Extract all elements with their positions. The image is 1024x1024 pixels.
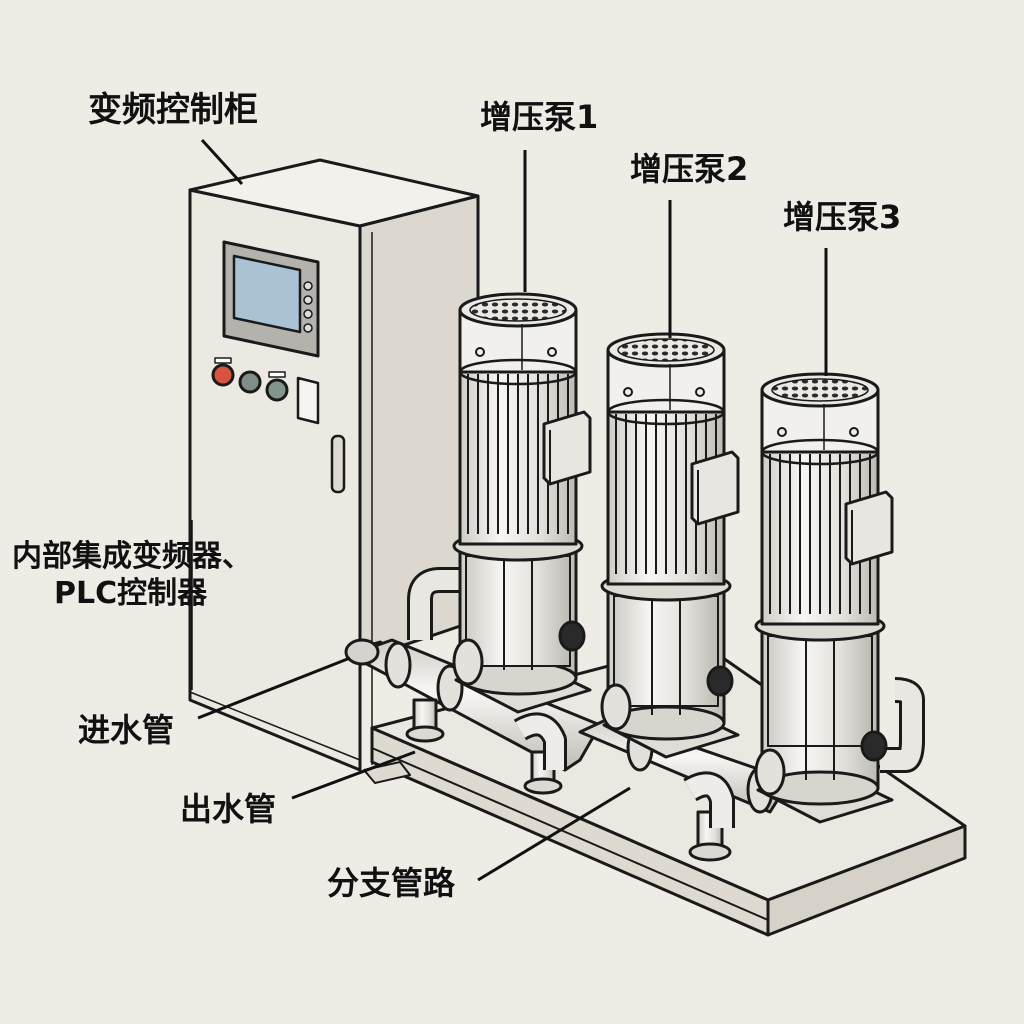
stop-button-red[interactable] xyxy=(211,363,235,387)
hmi-touchscreen[interactable] xyxy=(222,240,320,358)
terminal-box xyxy=(542,410,592,486)
suction-flange xyxy=(600,683,632,731)
start-button-green-1[interactable] xyxy=(238,370,262,394)
leader-branch xyxy=(477,786,631,882)
label-branch-pipe: 分支管路 xyxy=(327,864,456,902)
fan-grille-icon xyxy=(617,338,715,362)
label-pump-3: 增压泵3 xyxy=(783,198,902,236)
leader-inlet xyxy=(197,656,351,720)
control-cabinet xyxy=(188,158,480,772)
suction-flange xyxy=(754,748,786,796)
label-internal-line-2: PLC控制器 xyxy=(54,576,208,611)
terminal-box xyxy=(690,450,740,526)
leader-lines xyxy=(191,138,828,882)
booster-pump-2 xyxy=(600,332,740,759)
leader-outlet xyxy=(291,750,416,800)
door-handle[interactable] xyxy=(330,434,346,494)
label-internal-components: 内部集成变频器、 PLC控制器 xyxy=(12,540,252,610)
leader-cabinet xyxy=(200,138,244,186)
label-internal-line-1: 内部集成变频器、 xyxy=(12,539,252,574)
label-pump-2: 增压泵2 xyxy=(630,150,749,188)
discharge-port xyxy=(558,620,586,652)
terminal-box xyxy=(844,490,894,566)
fan-grille-icon xyxy=(771,378,869,402)
discharge-port xyxy=(706,665,734,697)
power-switch[interactable] xyxy=(296,376,320,425)
label-outlet-pipe: 出水管 xyxy=(180,790,277,828)
fan-grille-icon xyxy=(469,298,567,322)
suction-flange xyxy=(452,638,484,686)
booster-pump-3 xyxy=(754,372,894,824)
discharge-port xyxy=(860,730,888,762)
pipe-manifold xyxy=(344,567,925,862)
start-button-green-2[interactable] xyxy=(265,378,289,402)
label-pump-1: 增压泵1 xyxy=(480,98,599,136)
label-control-cabinet: 变频控制柜 xyxy=(88,90,258,130)
label-inlet-pipe: 进水管 xyxy=(78,711,175,749)
booster-pump-1 xyxy=(452,292,592,714)
